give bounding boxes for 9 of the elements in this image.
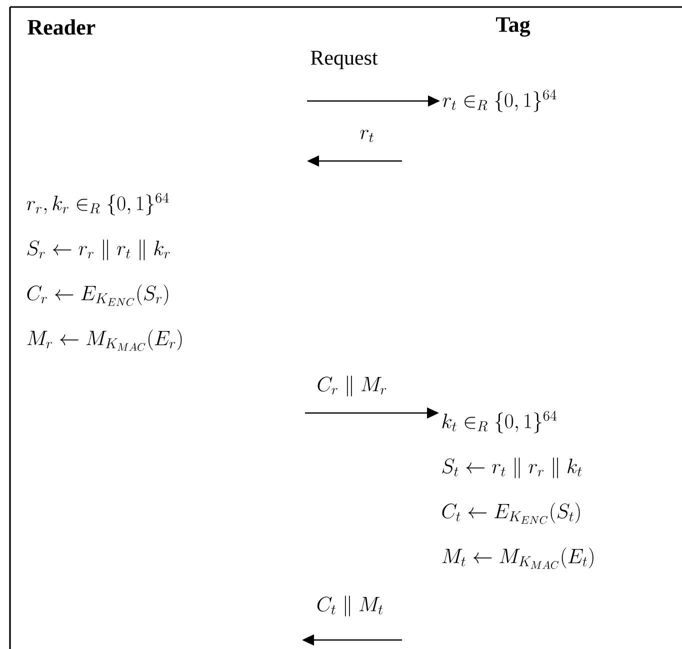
edge-label: $C_{r} \parallel M_{r}$ — [316, 374, 388, 398]
computation-text: $k_{t} \in_{R} \{0,1\}^{64}$ $S_{t} \leftarrow r_{t} \parallel r_{r} \parallel k_{t}$ $C_{t} \leftarrow E_{K_{ENC}}(S_{t})$ $M_{t} \leftarrow M_{K_{MAC}}(E_{t})$ — [442, 410, 594, 569]
computation-text: $r_{r}, k_{r} \in_{R} \{0,1\}^{64}$ $S_{r} \leftarrow r_{r} \parallel r_{t} \parallel k_{r}$ $C_{r} \leftarrow E_{K_{ENC}}(S_{r})$ $M_{r} \leftarrow M_{K_{MAC}}(E_{r})$ — [26, 192, 182, 351]
edge-label: Request — [309, 50, 379, 70]
column-heading: Reader — [28, 19, 96, 35]
message-label: $r_{t}$ — [358, 128, 376, 144]
message-label: $C_{t} \parallel M_{t}$ — [315, 594, 385, 618]
column-heading: Tag — [496, 17, 530, 37]
computation-text: $r_{t} \in_{R} \{0,1\}^{64}$ — [442, 90, 556, 112]
